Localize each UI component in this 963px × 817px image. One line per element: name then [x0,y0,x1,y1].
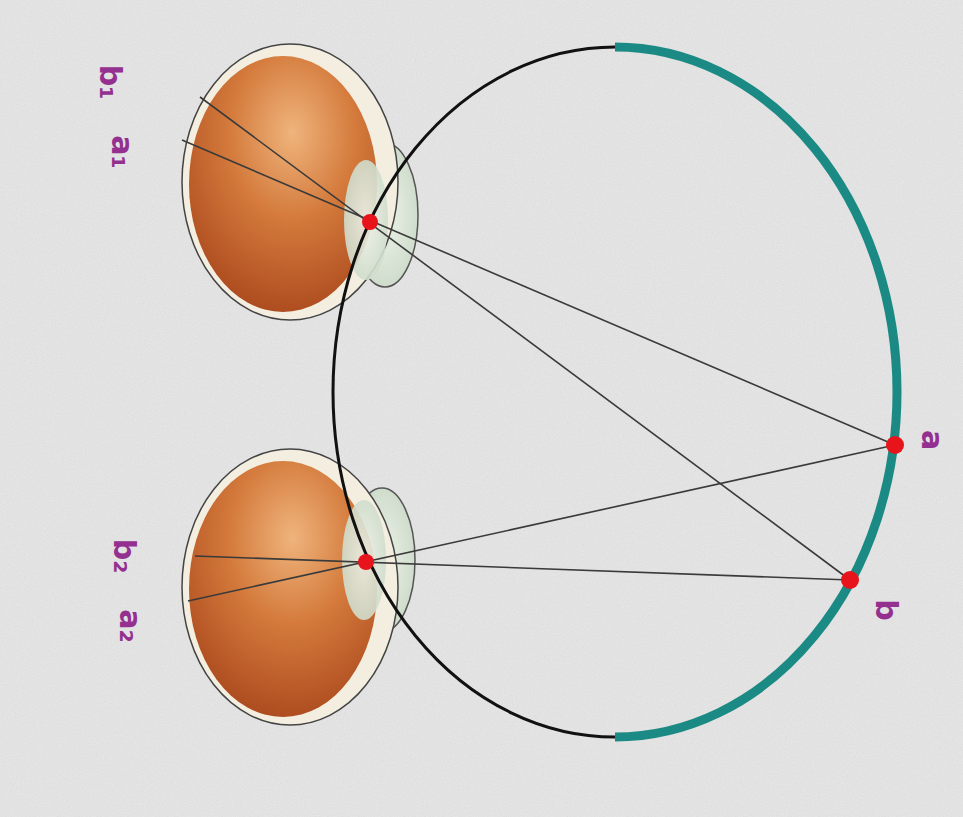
red-points [358,214,904,589]
point-label: a₂ [115,609,145,642]
teal-arc [615,47,897,737]
circle-arc [333,47,615,737]
lower-eye [182,449,415,725]
point-label: b [871,599,901,620]
point-label: a [917,430,947,450]
point-label: b₁ [95,65,125,100]
point-label: a₁ [107,135,137,168]
upper-eye [182,44,418,320]
point-label: b₂ [109,539,139,574]
ray-lines [182,97,895,601]
